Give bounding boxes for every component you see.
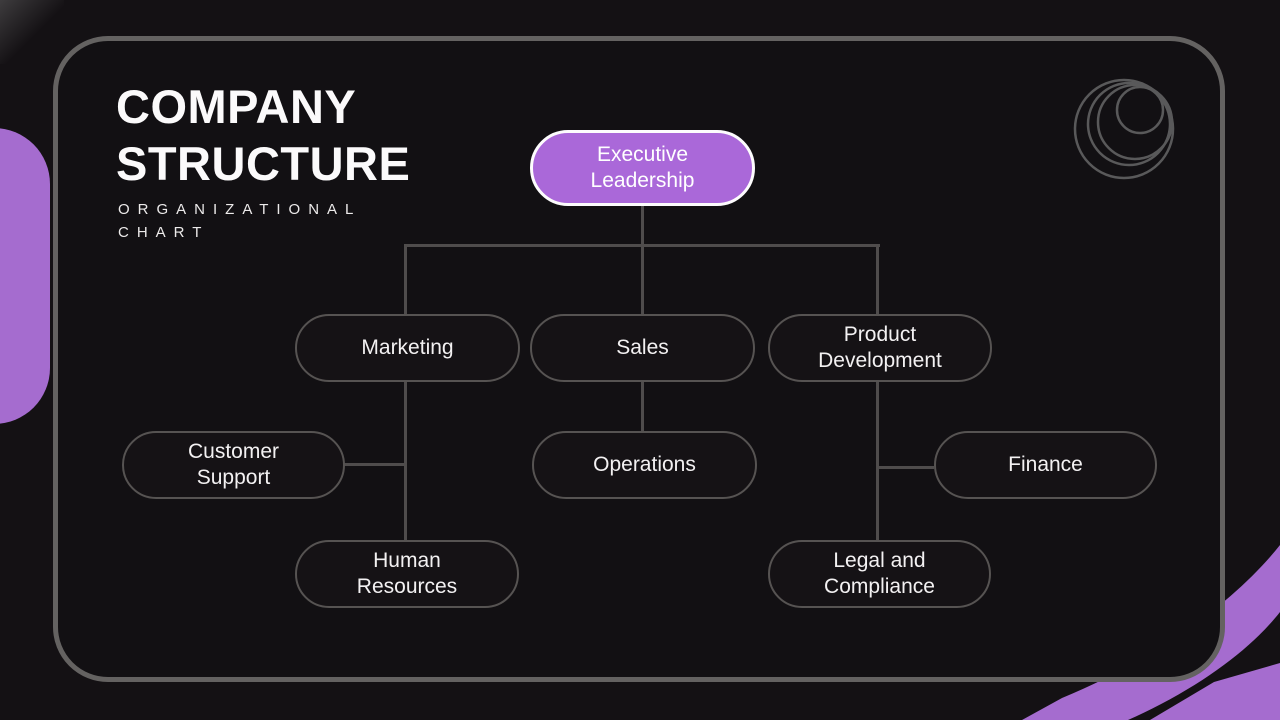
node-label: Finance xyxy=(1008,453,1083,476)
connector-bus-to-marketing xyxy=(404,244,407,314)
connector-exec-to-bus xyxy=(641,206,644,246)
node-label: Executive Leadership xyxy=(590,143,695,192)
node-label: Human Resources xyxy=(356,549,458,598)
connector-to-finance xyxy=(879,466,934,469)
node-finance: Finance xyxy=(934,431,1157,499)
node-label: Customer Support xyxy=(187,440,280,489)
purple-blob-left xyxy=(0,128,50,424)
connector-sales-to-operations xyxy=(641,382,644,431)
concentric-circles-icon xyxy=(1073,78,1175,180)
node-label: Legal and Compliance xyxy=(824,549,935,598)
node-human-resources: Human Resources xyxy=(295,540,519,608)
connector-bus-to-product xyxy=(876,244,879,314)
node-label: Sales xyxy=(616,336,669,359)
node-operations: Operations xyxy=(532,431,757,499)
connector-marketing-to-hr xyxy=(404,382,407,540)
connector-product-to-legal xyxy=(876,382,879,540)
node-legal-and-compliance: Legal and Compliance xyxy=(768,540,991,608)
purple-blob-bottom-right xyxy=(1022,545,1280,720)
node-label: Operations xyxy=(593,453,696,476)
corner-gradient-decoration xyxy=(0,0,64,64)
connector-bus-to-sales xyxy=(641,244,644,314)
node-label: Marketing xyxy=(361,336,454,359)
node-marketing: Marketing xyxy=(295,314,520,382)
page-title: COMPANY STRUCTURE xyxy=(116,80,411,190)
connector-to-customer-support xyxy=(342,463,404,466)
node-product-development: Product Development xyxy=(768,314,992,382)
node-sales: Sales xyxy=(530,314,755,382)
page-subtitle: ORGANIZATIONAL CHART xyxy=(118,201,362,241)
node-customer-support: Customer Support xyxy=(122,431,345,499)
node-label: Product Development xyxy=(818,323,942,372)
node-executive-leadership: Executive Leadership xyxy=(530,130,755,206)
